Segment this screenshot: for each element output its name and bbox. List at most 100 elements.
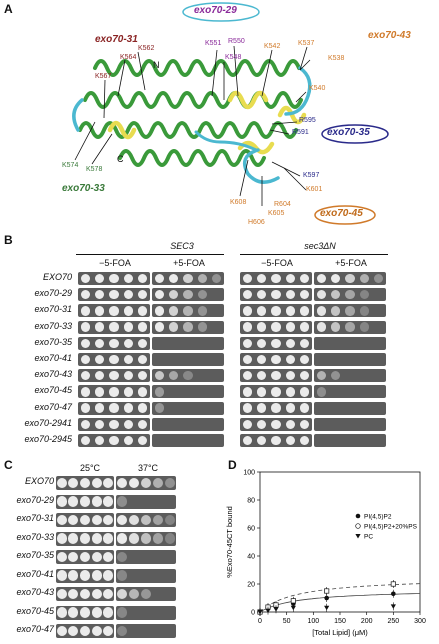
plate-strip xyxy=(116,476,176,490)
colony-spot xyxy=(109,371,119,381)
colony-spot xyxy=(80,419,90,429)
colony-spot xyxy=(242,306,252,316)
colony-spot xyxy=(56,570,67,581)
colony-spot xyxy=(103,533,114,544)
strain-label: exo70-31 xyxy=(34,304,72,315)
strain-label: exo70-33 xyxy=(34,320,72,331)
colony-spot xyxy=(116,551,128,563)
colony-spot xyxy=(152,514,164,526)
colony-spot xyxy=(103,477,114,489)
plate-strip xyxy=(56,531,114,546)
colony-spot xyxy=(91,477,102,489)
plate-strip xyxy=(314,272,386,285)
colony-spot xyxy=(285,419,296,429)
plate-strip xyxy=(56,605,114,620)
colony-spot xyxy=(79,477,91,489)
colony-spot xyxy=(242,387,252,397)
colony-spot xyxy=(68,496,79,507)
plate-strip xyxy=(56,624,114,638)
colony-spot xyxy=(103,607,114,618)
colony-spot xyxy=(80,371,90,381)
colony-spot xyxy=(197,306,208,316)
colony-spot xyxy=(128,514,140,526)
temp-header-25: 25°C xyxy=(79,463,101,473)
x-tick-label: 50 xyxy=(283,618,291,625)
plate-strip xyxy=(152,434,224,447)
strain-label: exo70-45 xyxy=(16,605,54,616)
cond-header-plus-foa-2: +5-FOA xyxy=(335,258,367,268)
colony-spot xyxy=(123,419,134,429)
series-fit-line xyxy=(259,583,421,613)
plate-strip xyxy=(116,568,176,583)
cond-header-plus-foa-1: +5-FOA xyxy=(173,258,205,268)
colony-spot xyxy=(197,273,208,284)
plate-strip xyxy=(78,434,150,447)
colony-spot xyxy=(316,371,326,381)
colony-spot xyxy=(154,403,164,413)
data-point xyxy=(290,598,296,604)
residue-k562: K562 xyxy=(138,45,155,52)
panel-d-label: D xyxy=(228,458,237,472)
plate-strip xyxy=(314,385,386,399)
colony-spot xyxy=(256,290,267,300)
colony-spot xyxy=(242,290,252,300)
colony-spot xyxy=(183,371,193,381)
colony-spot xyxy=(103,514,114,526)
strain-label: exo70-47 xyxy=(16,624,54,634)
colony-spot xyxy=(79,625,91,637)
colony-spot xyxy=(138,371,148,381)
plate-strip xyxy=(56,476,114,490)
plate-strip xyxy=(240,336,312,350)
colony-spot xyxy=(80,354,90,365)
colony-spot xyxy=(68,551,79,563)
colony-spot xyxy=(256,371,267,381)
plate-strip xyxy=(56,550,114,564)
colony-spot xyxy=(271,338,281,348)
colony-spot xyxy=(154,306,164,316)
colony-spot xyxy=(123,338,134,348)
residue-k540: K540 xyxy=(309,85,326,92)
c-terminus-label: C xyxy=(117,154,124,164)
colony-spot xyxy=(103,588,114,600)
residue-k605: K605 xyxy=(268,210,285,217)
colony-spot xyxy=(138,338,148,348)
colony-spot xyxy=(116,607,128,618)
residue-k538: K538 xyxy=(328,55,345,62)
residue-k542: K542 xyxy=(264,43,281,50)
plate-strip xyxy=(240,272,312,285)
colony-spot xyxy=(94,273,105,284)
colony-spot xyxy=(94,387,105,397)
plate-strip xyxy=(240,320,312,334)
x-tick-label: 100 xyxy=(307,618,319,625)
plate-strip xyxy=(78,272,150,285)
colony-spot xyxy=(168,290,179,300)
strain-label: exo70-29 xyxy=(34,288,72,299)
colony-spot xyxy=(271,290,281,300)
plate-strip xyxy=(152,385,224,399)
colony-spot xyxy=(154,290,164,300)
plate-strip xyxy=(152,417,224,431)
colony-spot xyxy=(359,290,370,300)
colony-spot xyxy=(128,533,140,544)
plate-strip xyxy=(152,353,224,366)
plate-strip xyxy=(152,401,224,415)
colony-spot xyxy=(152,477,164,489)
colony-spot xyxy=(168,371,179,381)
colony-spot xyxy=(183,322,193,332)
plate-strip xyxy=(152,288,224,302)
colony-spot xyxy=(94,354,105,365)
plate-strip xyxy=(314,336,386,350)
strain-label: exo70-31 xyxy=(16,513,54,523)
plate-strip xyxy=(152,304,224,318)
plate-strip xyxy=(78,369,150,383)
plate-strip xyxy=(314,353,386,366)
residue-k578: K578 xyxy=(86,166,103,173)
colony-spot xyxy=(300,371,310,381)
colony-spot xyxy=(154,387,164,397)
strain-label: exo70-41 xyxy=(34,353,72,363)
colony-spot xyxy=(91,514,102,526)
colony-spot xyxy=(91,551,102,563)
colony-spot xyxy=(68,570,79,581)
residue-k601: K601 xyxy=(306,186,323,193)
colony-spot xyxy=(330,306,341,316)
